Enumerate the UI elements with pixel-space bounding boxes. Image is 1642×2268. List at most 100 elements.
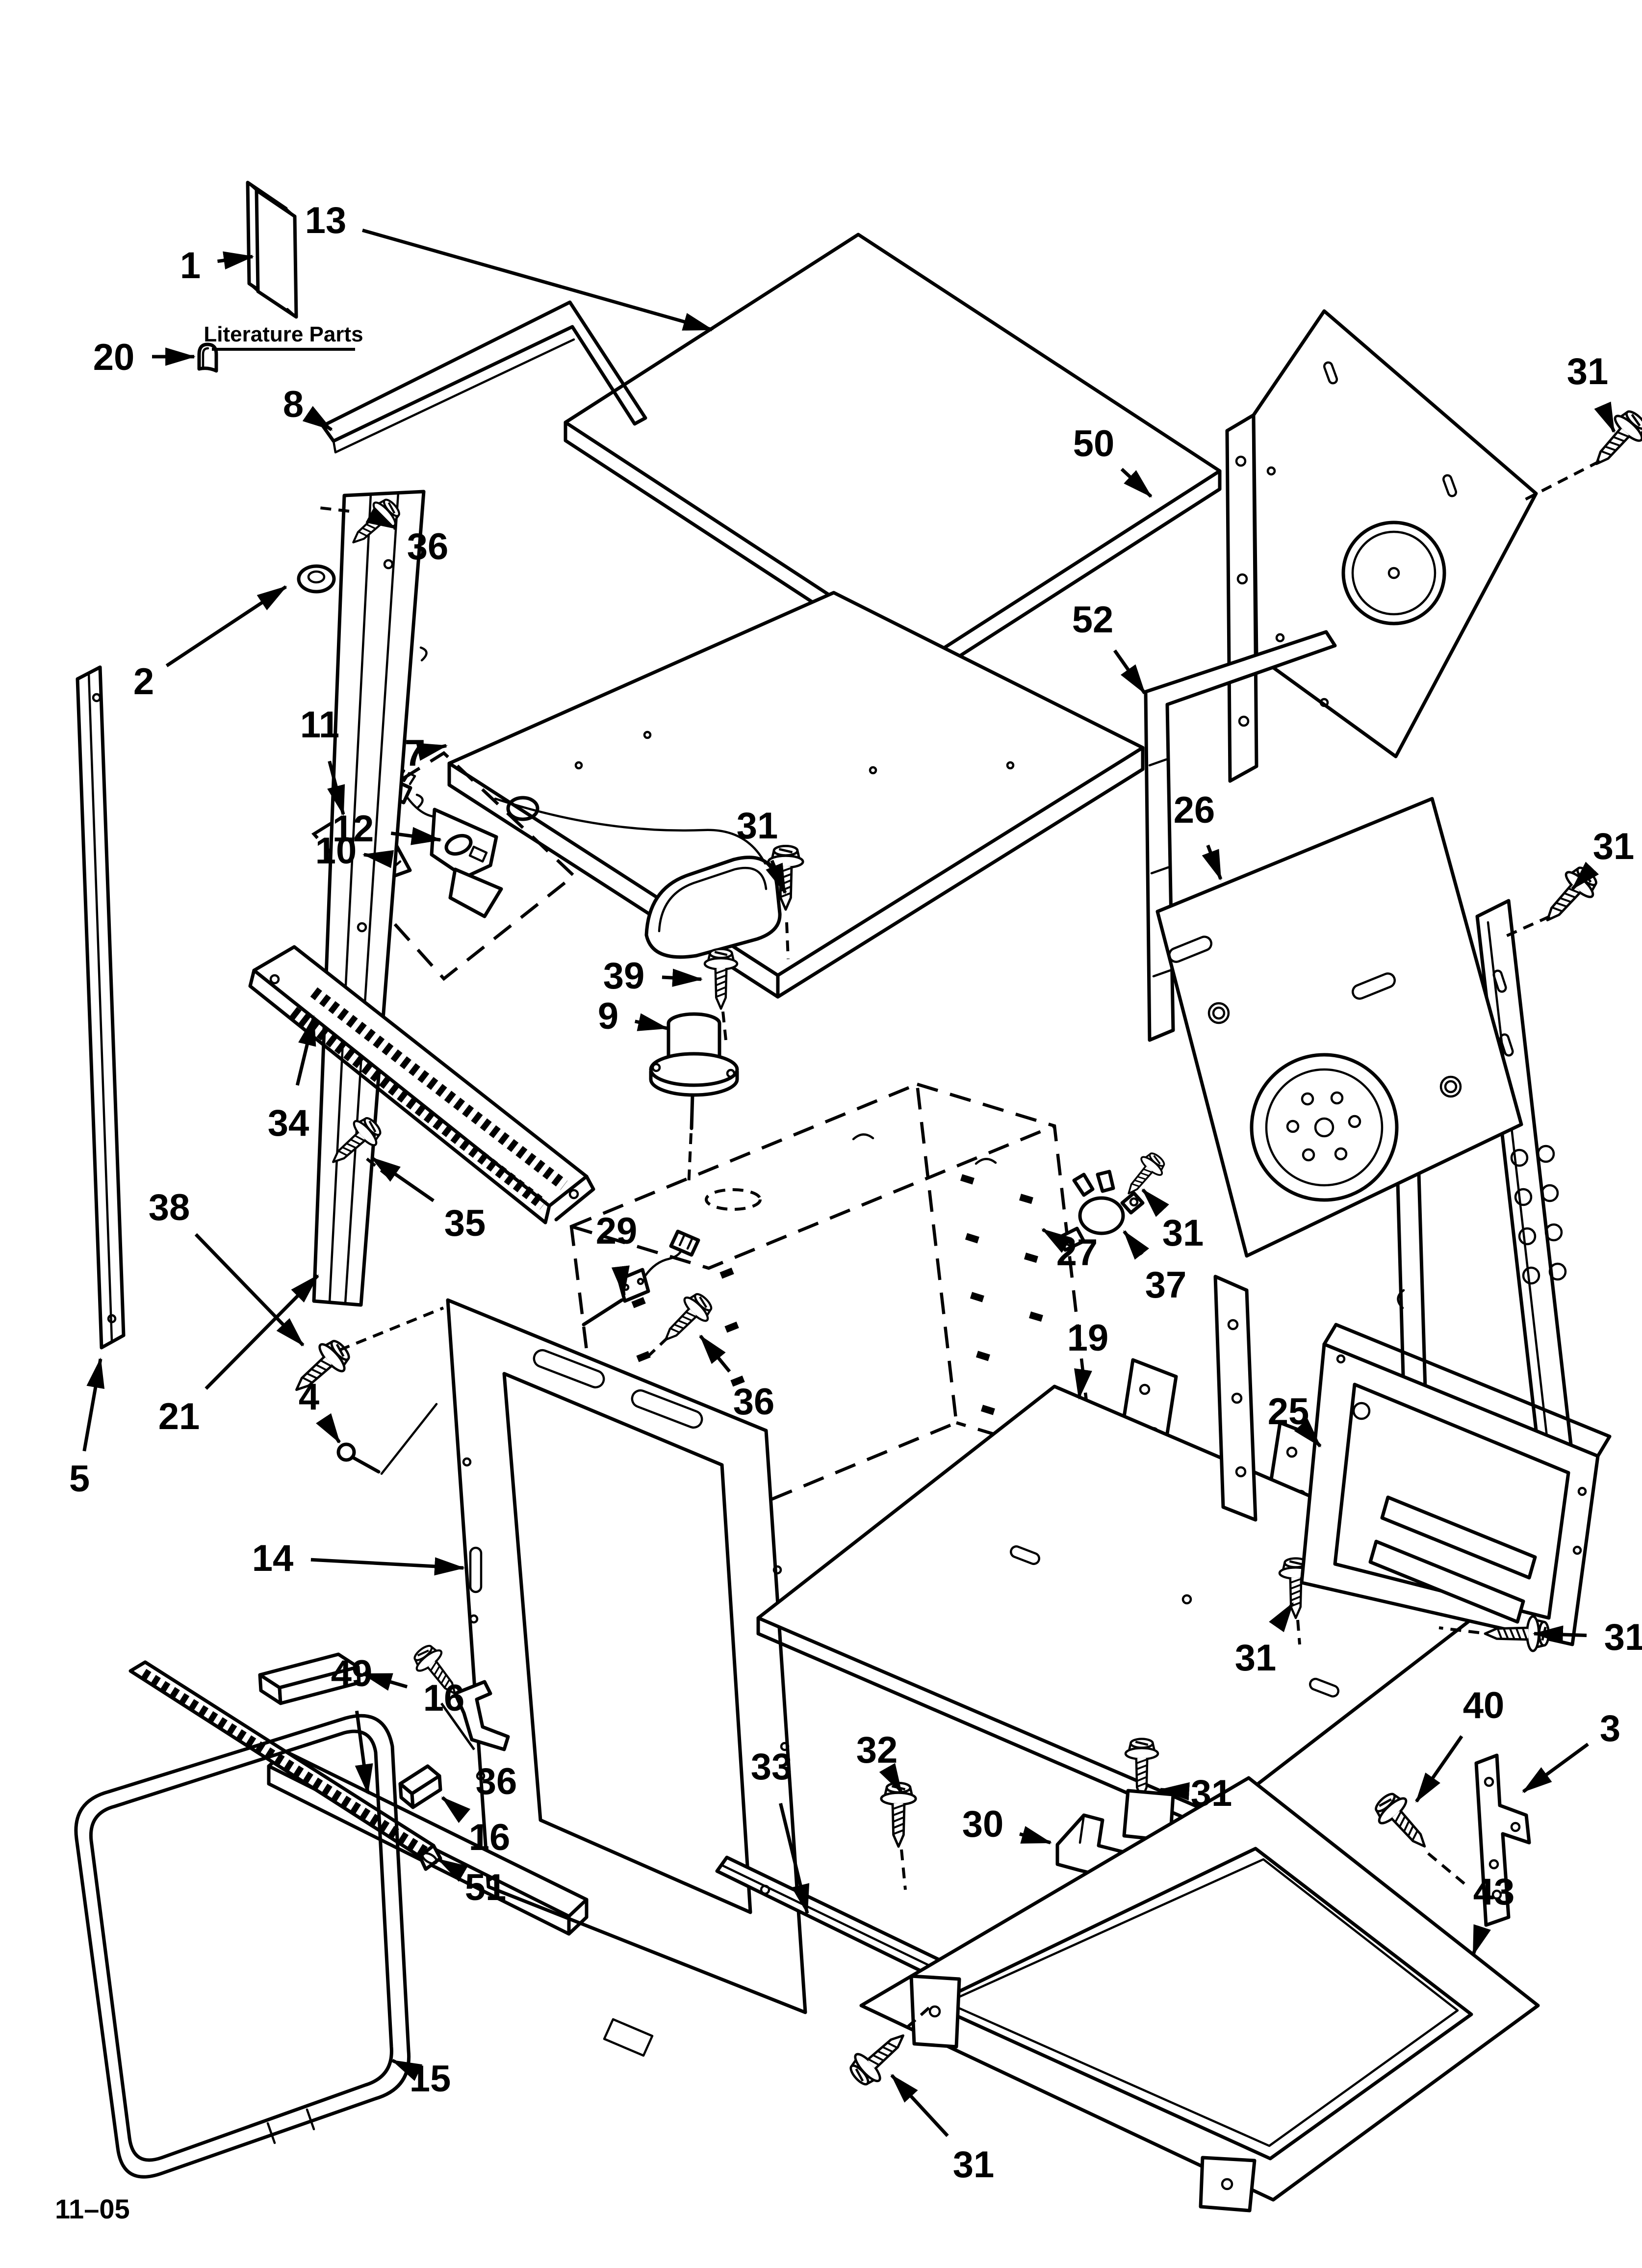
- part-7-oven-top-panel: [447, 591, 1145, 999]
- callout-31-bottom-left: 31: [890, 2074, 994, 2186]
- callout-16-upper: 16: [361, 1672, 464, 1719]
- callout-5-number: 5: [69, 1458, 90, 1500]
- callout-15: 15: [391, 2058, 451, 2100]
- callout-27: 27: [1041, 1228, 1098, 1274]
- footer-date-code: 11–05: [55, 2193, 130, 2224]
- callout-35-leader: [370, 1156, 435, 1202]
- callout-51-leader: [437, 1857, 468, 1882]
- callout-2-leader: [165, 585, 287, 668]
- callout-29-number: 29: [596, 1210, 638, 1252]
- callout-4-leader: [316, 1413, 341, 1444]
- part-27-oven-cavity: [569, 1082, 1096, 1567]
- callout-36-lower-leader: [440, 1702, 475, 1750]
- callout-39-number: 39: [603, 955, 645, 997]
- callout-43: 43: [1471, 1871, 1515, 1956]
- callout-50-number: 50: [1073, 423, 1115, 465]
- callout-35-number: 35: [444, 1202, 486, 1244]
- callout-31-center-leader: [766, 860, 787, 894]
- screw-31-top-right-leader: [1524, 460, 1601, 501]
- screw-31-panel19-right-leader: [1296, 1619, 1301, 1645]
- callout-21: 21: [158, 1274, 319, 1437]
- callout-2: 2: [133, 585, 287, 703]
- callout-1-leader: [217, 251, 255, 270]
- callout-34: 34: [268, 1015, 316, 1144]
- callout-10-number: 10: [315, 830, 357, 872]
- callout-31-top-right: 31: [1567, 351, 1616, 433]
- callout-31-panel19-right: 31: [1235, 1602, 1294, 1679]
- callout-21-leader: [205, 1274, 319, 1390]
- callout-20-number: 20: [93, 337, 135, 378]
- part-16-spacer-block-lower: [398, 1764, 442, 1809]
- callout-20: 20: [93, 337, 196, 378]
- screw-31-bottom-left-leader: [906, 2002, 935, 2029]
- callout-38: 38: [149, 1187, 305, 1347]
- callout-31-center-number: 31: [737, 805, 778, 847]
- callout-1-number: 1: [180, 245, 201, 287]
- callout-8-leader: [302, 406, 333, 431]
- callout-13-leader: [362, 228, 714, 332]
- callout-5: 5: [69, 1357, 105, 1500]
- callout-31-panel19-right-number: 31: [1235, 1637, 1277, 1679]
- callout-12: 12: [333, 808, 442, 850]
- callout-31-right: 31: [1571, 826, 1634, 890]
- callout-36-lower: 36: [440, 1702, 517, 1802]
- callout-31-bottom-right: 31: [1532, 1616, 1642, 1658]
- callout-4: 4: [299, 1376, 341, 1444]
- callout-34-number: 34: [268, 1102, 309, 1144]
- callout-36-top: 36: [365, 506, 449, 568]
- callout-25: 25: [1268, 1391, 1322, 1448]
- callout-43-number: 43: [1473, 1871, 1515, 1913]
- callout-31-panel19-bottom-number: 31: [1191, 1773, 1232, 1814]
- callout-31-panel19-bottom-leader: [1158, 1782, 1190, 1800]
- callout-31-bottom-right-number: 31: [1604, 1616, 1642, 1658]
- part-14-front-frame: [446, 1298, 807, 2057]
- callout-27-number: 27: [1056, 1232, 1098, 1274]
- callout-31-bottom-left-leader: [890, 2074, 949, 2138]
- callout-37-number: 37: [1145, 1264, 1187, 1306]
- callout-32-leader: [879, 1763, 903, 1794]
- callout-29-leader: [611, 1265, 630, 1297]
- callout-29: 29: [596, 1210, 638, 1297]
- screw-38: [285, 1334, 355, 1403]
- part-11-light-assembly-box: [311, 751, 576, 981]
- callout-30-leader: [1019, 1826, 1052, 1845]
- callout-31-panel19-right-leader: [1269, 1602, 1294, 1633]
- callout-13: 13: [305, 200, 714, 332]
- callout-9-number: 9: [598, 995, 618, 1037]
- screw-36-top-leader: [314, 506, 350, 513]
- callout-31-panel19-bottom: 31: [1158, 1773, 1232, 1814]
- callout-5-leader: [82, 1357, 105, 1452]
- callout-13-number: 13: [305, 200, 347, 241]
- screw-31-bottom-left: [845, 2023, 915, 2091]
- callout-16-lower-leader: [441, 1796, 471, 1823]
- part-26-rear-oven-panel: [1155, 797, 1523, 1258]
- callout-32: 32: [856, 1729, 903, 1794]
- callout-7-number: 7: [405, 732, 425, 774]
- screw-31-thermostat: [1118, 1147, 1170, 1203]
- callout-36-cavity-number: 36: [733, 1381, 775, 1423]
- part-51-serrated-strip: [128, 1660, 442, 1871]
- callout-38-number: 38: [149, 1187, 190, 1228]
- callout-52-leader: [1113, 649, 1146, 695]
- part-4-pin: [336, 1403, 438, 1475]
- callout-31-center: 31: [737, 805, 787, 894]
- part-34-vent-grille: [248, 945, 595, 1225]
- callout-16-lower-number: 16: [469, 1817, 511, 1858]
- callout-40-leader: [1415, 1735, 1463, 1803]
- callout-40: 40: [1415, 1685, 1505, 1803]
- callout-7-leader: [416, 743, 448, 761]
- callout-34-leader: [295, 1015, 316, 1086]
- callout-37-leader: [1123, 1230, 1150, 1260]
- screw-40: [1369, 1788, 1437, 1858]
- callout-36-top-number: 36: [407, 526, 449, 568]
- callout-40-number: 40: [1463, 1685, 1505, 1726]
- callout-31-thermostat-number: 31: [1162, 1212, 1204, 1254]
- callout-51: 51: [437, 1857, 506, 1908]
- part-2-grommet: [297, 564, 336, 594]
- callout-14-leader: [310, 1557, 465, 1576]
- part-1-literature-booklet: [246, 181, 298, 319]
- callout-15-leader: [391, 2059, 423, 2081]
- callout-43-leader: [1471, 1924, 1491, 1956]
